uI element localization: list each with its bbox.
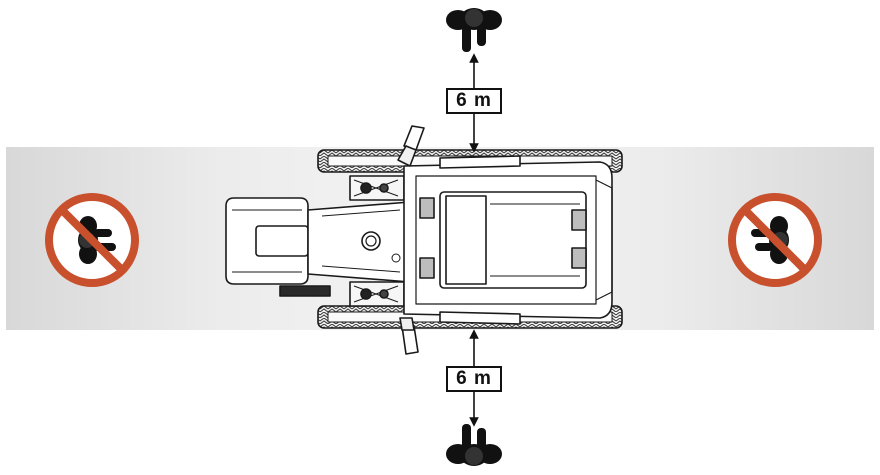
person-top-view-icon: [446, 8, 502, 52]
distance-label-bottom: 6 m: [446, 366, 502, 392]
no-person-prohibition-icon: [45, 193, 139, 287]
handle-bottom: [399, 317, 419, 355]
machine-top-view: [225, 125, 623, 355]
person-top-view-icon: [446, 424, 502, 466]
distance-label-top: 6 m: [446, 88, 502, 114]
no-person-prohibition-icon: [728, 193, 822, 287]
handle-top: [397, 125, 425, 167]
machine-body: [403, 155, 613, 325]
boom-arm: [225, 175, 411, 307]
